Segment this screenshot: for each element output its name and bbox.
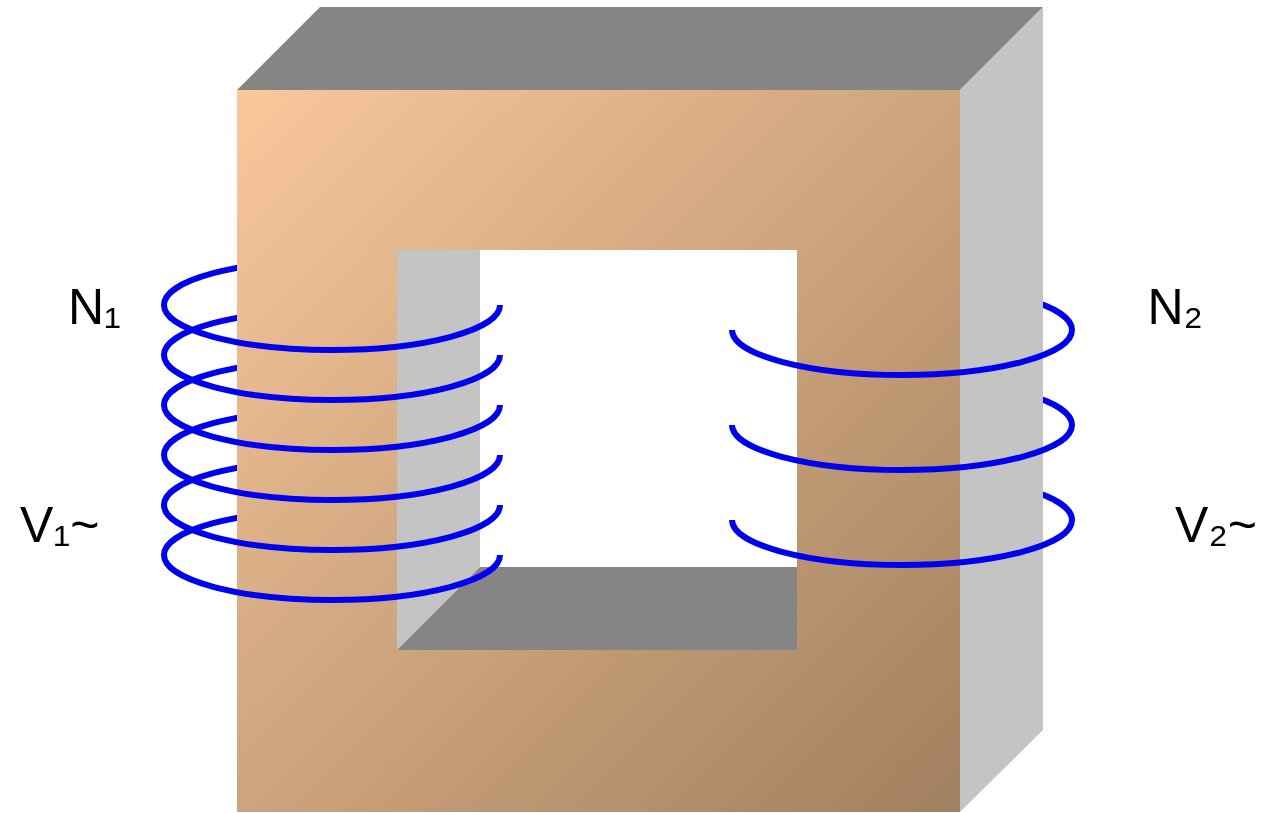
primary-turns-label: N₁ <box>68 282 121 332</box>
secondary-voltage-label: V₂~ <box>1175 500 1257 550</box>
primary-voltage-label: V₁~ <box>20 500 99 550</box>
secondary-turns-label: N₂ <box>1147 282 1203 332</box>
iron-core <box>237 7 1043 812</box>
coil-front-arcs <box>164 305 1072 600</box>
